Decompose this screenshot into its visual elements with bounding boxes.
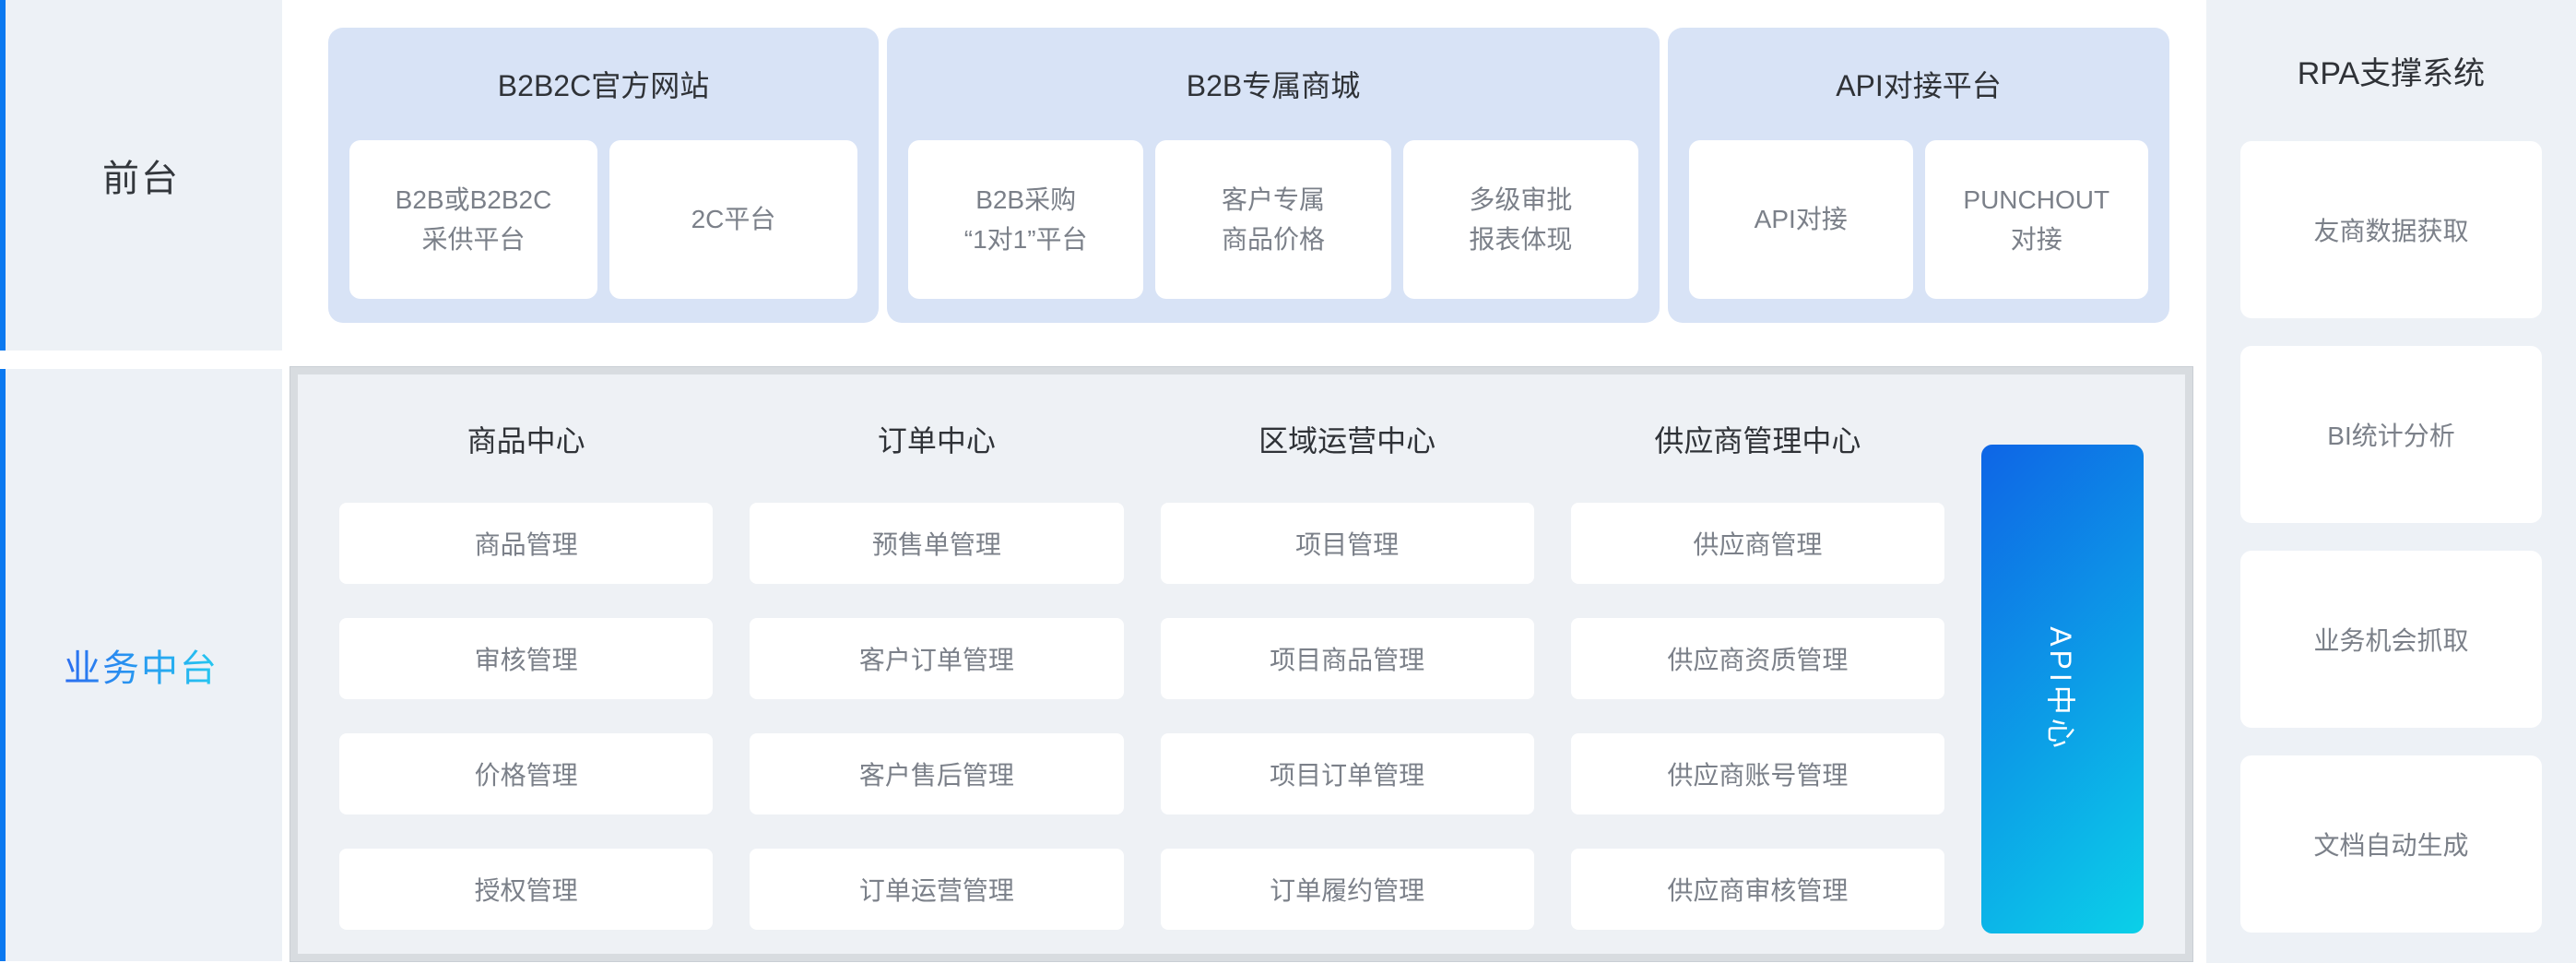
group-api-platform: API对接平台 API对接 PUNCHOUT 对接 <box>1668 28 2169 323</box>
diagram-node: 客户订单管理 <box>750 618 1124 699</box>
column-title: 区域运营中心 <box>1258 423 1436 458</box>
column-supplier-center: 供应商管理中心 供应商管理 供应商资质管理 供应商账号管理 供应商审核管理 <box>1570 374 1944 954</box>
diagram-node: 供应商资质管理 <box>1570 618 1944 699</box>
diagram-node: 2C平台 <box>609 140 857 299</box>
column-cards: 商品管理 审核管理 价格管理 授权管理 <box>339 503 714 930</box>
api-center-label: API中心 <box>2044 626 2077 752</box>
diagram-node: B2B采购 “1对1”平台 <box>908 140 1144 299</box>
diagram-node: 商品管理 <box>339 503 714 584</box>
diagram-node: 预售单管理 <box>750 503 1124 584</box>
rpa-cards: 友商数据获取 BI统计分析 业务机会抓取 文档自动生成 <box>2240 141 2542 933</box>
blue-accent-bar <box>0 0 6 351</box>
column-cards: 项目管理 项目商品管理 项目订单管理 订单履约管理 <box>1160 503 1534 930</box>
column-order-center: 订单中心 预售单管理 客户订单管理 客户售后管理 订单运营管理 <box>750 374 1124 954</box>
column-region-operation-center: 区域运营中心 项目管理 项目商品管理 项目订单管理 订单履约管理 <box>1160 374 1534 954</box>
group-b2b-mall: B2B专属商城 B2B采购 “1对1”平台 客户专属 商品价格 多级审批 报表体… <box>887 28 1660 323</box>
group-cards: API对接 PUNCHOUT 对接 <box>1689 140 2148 299</box>
diagram-node: 客户售后管理 <box>750 733 1124 814</box>
group-cards: B2B或B2B2C 采供平台 2C平台 <box>349 140 857 299</box>
diagram-node: 项目商品管理 <box>1160 618 1534 699</box>
group-title: API对接平台 <box>1836 69 2002 102</box>
group-title: B2B2C官方网站 <box>497 69 710 102</box>
diagram-node: 友商数据获取 <box>2240 141 2542 318</box>
diagram-node: 供应商管理 <box>1570 503 1944 584</box>
rpa-title: RPA支撑系统 <box>2297 56 2486 91</box>
diagram-node: BI统计分析 <box>2240 346 2542 523</box>
diagram-node: API对接 <box>1689 140 1913 299</box>
diagram-node: 客户专属 商品价格 <box>1155 140 1391 299</box>
diagram-node: 项目管理 <box>1160 503 1534 584</box>
group-b2b2c-website: B2B2C官方网站 B2B或B2B2C 采供平台 2C平台 <box>328 28 879 323</box>
diagram-node: 项目订单管理 <box>1160 733 1534 814</box>
middle-platform-sidebar: 业务中台 <box>0 369 282 961</box>
diagram-node: 供应商审核管理 <box>1570 849 1944 930</box>
diagram-node: 价格管理 <box>339 733 714 814</box>
column-title: 订单中心 <box>877 423 996 458</box>
middle-platform-panel: 商品中心 商品管理 审核管理 价格管理 授权管理 订单中心 预售单管理 客户订单… <box>290 366 2193 962</box>
diagram-node: B2B或B2B2C 采供平台 <box>349 140 597 299</box>
diagram-node: 供应商账号管理 <box>1570 733 1944 814</box>
diagram-node: 文档自动生成 <box>2240 755 2542 933</box>
blue-accent-bar <box>0 369 6 961</box>
column-cards: 供应商管理 供应商资质管理 供应商账号管理 供应商审核管理 <box>1570 503 1944 930</box>
middle-platform-label: 业务中台 <box>64 638 219 692</box>
column-cards: 预售单管理 客户订单管理 客户售后管理 订单运营管理 <box>750 503 1124 930</box>
column-title: 商品中心 <box>467 423 585 458</box>
rpa-support-column: RPA支撑系统 友商数据获取 BI统计分析 业务机会抓取 文档自动生成 <box>2206 0 2576 963</box>
api-center-bar: API中心 <box>1981 445 2144 933</box>
front-stage-sidebar: 前台 <box>0 0 282 351</box>
diagram-node: PUNCHOUT 对接 <box>1924 140 2148 299</box>
front-stage-groups: B2B2C官方网站 B2B或B2B2C 采供平台 2C平台 B2B专属商城 B2… <box>328 28 2169 323</box>
diagram-node: 授权管理 <box>339 849 714 930</box>
diagram-node: 审核管理 <box>339 618 714 699</box>
diagram-node: 业务机会抓取 <box>2240 551 2542 728</box>
diagram-node: 订单运营管理 <box>750 849 1124 930</box>
group-title: B2B专属商城 <box>1186 69 1361 102</box>
front-stage-label: 前台 <box>102 159 180 199</box>
diagram-node: 多级审批 报表体现 <box>1402 140 1638 299</box>
column-product-center: 商品中心 商品管理 审核管理 价格管理 授权管理 <box>339 374 714 954</box>
diagram-node: 订单履约管理 <box>1160 849 1534 930</box>
group-cards: B2B采购 “1对1”平台 客户专属 商品价格 多级审批 报表体现 <box>908 140 1638 299</box>
column-title: 供应商管理中心 <box>1654 423 1861 458</box>
